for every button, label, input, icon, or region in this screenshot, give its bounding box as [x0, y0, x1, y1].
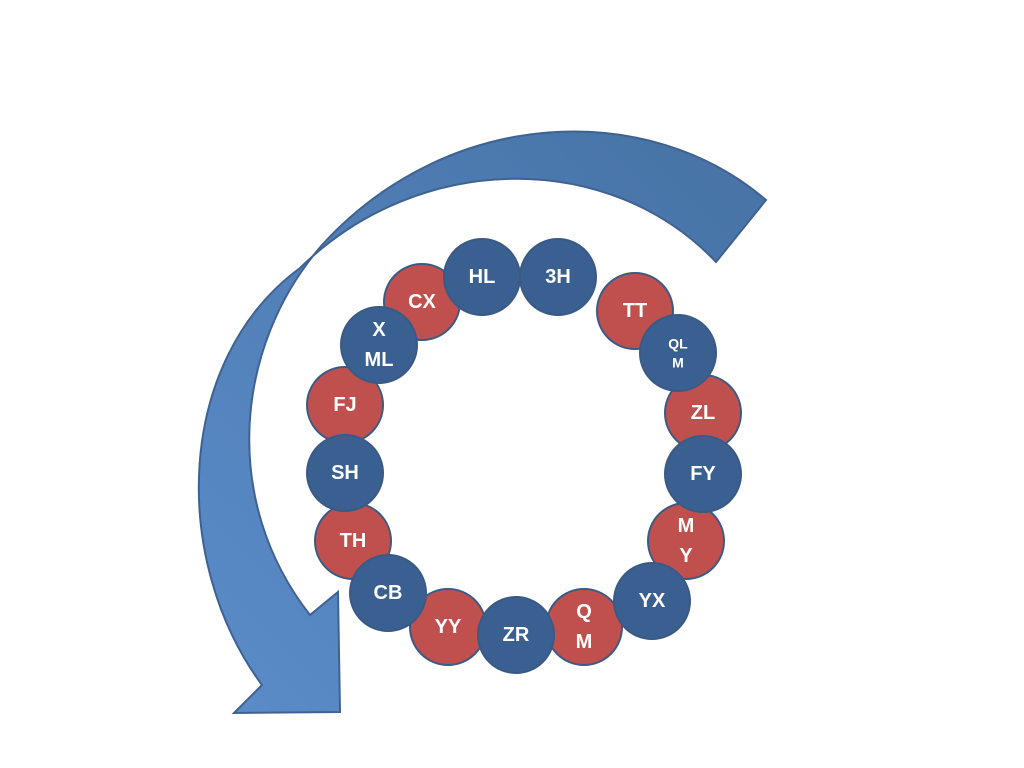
node-hl: HL	[443, 238, 521, 316]
node-label: CB	[374, 582, 403, 604]
node-circle	[639, 314, 717, 392]
node-yx: YX	[613, 562, 691, 640]
node-3h: 3H	[519, 238, 597, 316]
node-cb: CB	[349, 554, 427, 632]
node-sh: SH	[306, 434, 384, 512]
node-label: YX	[639, 590, 666, 612]
node-circle	[306, 434, 384, 512]
node-label: FJ	[333, 394, 356, 416]
node-circle	[443, 238, 521, 316]
node-label: FY	[690, 463, 716, 485]
curved-arrow	[197, 130, 768, 715]
node-qm: QM	[545, 588, 623, 666]
node-label: Q	[576, 601, 592, 623]
node-zr: ZR	[477, 596, 555, 674]
node-xml: X ML	[340, 306, 418, 384]
node-label: M	[576, 631, 593, 653]
node-fj: FJ	[306, 366, 384, 444]
node-circle	[664, 435, 742, 513]
node-yy: YY	[409, 588, 487, 666]
node-label: QL	[668, 336, 688, 352]
node-label: SH	[331, 462, 359, 484]
node-label: X	[372, 319, 386, 341]
node-label: ZL	[691, 402, 715, 424]
node-label: ZR	[503, 624, 530, 646]
node-label: CX	[408, 291, 436, 313]
node-fy: FY	[664, 435, 742, 513]
node-circle	[340, 306, 418, 384]
node-label: TH	[340, 530, 367, 552]
node-qlm: QL M	[639, 314, 717, 392]
node-label: M	[672, 355, 684, 371]
node-label: YY	[435, 616, 462, 638]
node-circle	[477, 596, 555, 674]
node-label: M	[678, 515, 695, 537]
node-label: Y	[679, 545, 693, 567]
node-label: TT	[623, 300, 647, 322]
node-label: 3H	[545, 266, 571, 288]
node-label: HL	[469, 266, 496, 288]
node-circle	[349, 554, 427, 632]
node-label: ML	[365, 349, 394, 371]
node-circle	[613, 562, 691, 640]
